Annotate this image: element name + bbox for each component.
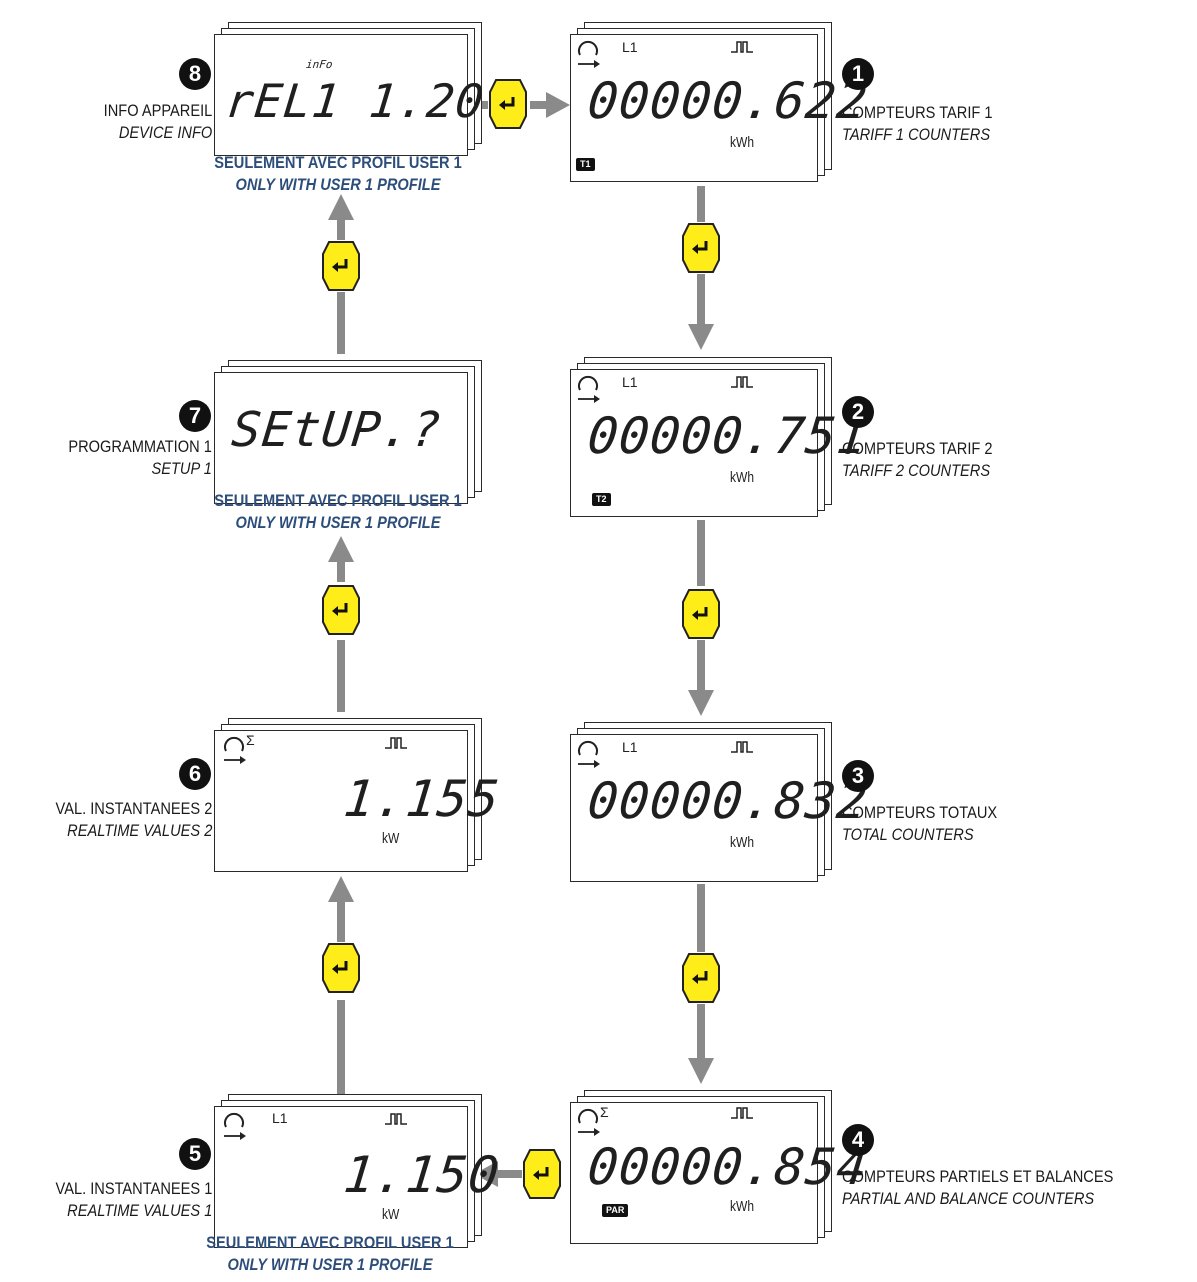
lcd-reading: SEtUP.? <box>229 402 445 458</box>
pulse-icon <box>731 376 753 388</box>
cycle-icon <box>224 1112 246 1140</box>
lcd-reading: 00000.751 <box>584 407 871 465</box>
label-fr: VAL. INSTANTANEES 2 <box>55 799 212 818</box>
pulse-icon <box>385 737 407 749</box>
label-fr: COMPTEURS TARIF 1 <box>842 103 993 122</box>
lcd-reading: 00000.832 <box>584 772 871 830</box>
note-en: ONLY WITH USER 1 PROFILE <box>235 513 441 532</box>
phase-indicator: L1 <box>622 739 638 755</box>
pulse-icon <box>385 1113 407 1125</box>
enter-button[interactable] <box>488 78 528 130</box>
screen-6-label: VAL. INSTANTANEES 2 REALTIME VALUES 2 <box>55 798 212 842</box>
step-number-3: 3 <box>842 760 874 792</box>
step-number-8: 8 <box>179 58 211 90</box>
note-en: ONLY WITH USER 1 PROFILE <box>227 1255 433 1274</box>
lcd-reading: 1.155 <box>340 770 503 828</box>
lcd-reading: 1.150 <box>340 1146 503 1204</box>
unit-label: kW <box>382 1206 400 1223</box>
label-fr: COMPTEURS TARIF 2 <box>842 439 993 458</box>
enter-button[interactable] <box>681 588 721 640</box>
enter-arrow-icon <box>523 1149 561 1199</box>
pulse-icon <box>731 41 753 53</box>
lcd-reading: 00000.854 <box>584 1138 871 1196</box>
step-number-7: 7 <box>179 400 211 432</box>
step-number-1: 1 <box>842 58 874 90</box>
enter-arrow-icon <box>322 585 360 635</box>
lcd-reading: rEL1 1.20 <box>223 74 488 128</box>
step-number-6: 6 <box>179 758 211 790</box>
phase-indicator: Σ <box>246 732 255 748</box>
cycle-icon <box>224 736 246 764</box>
phase-indicator: Σ <box>600 1104 609 1120</box>
enter-button[interactable] <box>321 584 361 636</box>
profile-note-8: SEULEMENT AVEC PROFIL USER 1 ONLY WITH U… <box>192 152 484 196</box>
phase-indicator: L1 <box>272 1110 288 1126</box>
note-en: ONLY WITH USER 1 PROFILE <box>235 175 441 194</box>
lcd-sub-reading: inFo <box>305 58 334 71</box>
step-number-2: 2 <box>842 396 874 428</box>
label-en: TARIFF 1 COUNTERS <box>842 125 991 144</box>
label-en: TARIFF 2 COUNTERS <box>842 461 991 480</box>
note-fr: SEULEMENT AVEC PROFIL USER 1 <box>214 491 462 510</box>
label-en: SETUP 1 <box>151 459 212 478</box>
cycle-icon <box>578 740 600 768</box>
enter-arrow-icon <box>322 943 360 993</box>
screen-3-label: COMPTEURS TOTAUX TOTAL COUNTERS <box>842 802 997 846</box>
phase-indicator: L1 <box>622 374 638 390</box>
label-fr: COMPTEURS PARTIELS ET BALANCES <box>842 1167 1114 1186</box>
label-en: PARTIAL AND BALANCE COUNTERS <box>842 1189 1095 1208</box>
enter-arrow-icon <box>322 241 360 291</box>
enter-button[interactable] <box>681 222 721 274</box>
phase-indicator: L1 <box>622 39 638 55</box>
tariff-tag: T1 <box>576 158 595 171</box>
enter-button[interactable] <box>321 240 361 292</box>
label-fr: PROGRAMMATION 1 <box>68 437 212 456</box>
screen-7-label: PROGRAMMATION 1 SETUP 1 <box>68 436 212 480</box>
profile-note-5: SEULEMENT AVEC PROFIL USER 1 ONLY WITH U… <box>184 1232 476 1276</box>
tariff-tag: T2 <box>592 493 611 506</box>
pulse-icon <box>731 1107 753 1119</box>
enter-arrow-icon <box>682 589 720 639</box>
unit-label: kW <box>382 830 400 847</box>
unit-label: kWh <box>730 1198 754 1215</box>
label-en: REALTIME VALUES 1 <box>66 1201 212 1220</box>
note-fr: SEULEMENT AVEC PROFIL USER 1 <box>214 153 462 172</box>
label-fr: INFO APPAREIL <box>103 101 212 120</box>
pulse-icon <box>731 741 753 753</box>
lcd-reading: 00000.622 <box>584 72 871 130</box>
label-en: DEVICE INFO <box>118 123 212 142</box>
label-en: TOTAL COUNTERS <box>842 825 974 844</box>
enter-button[interactable] <box>522 1148 562 1200</box>
enter-arrow-icon <box>682 223 720 273</box>
note-fr: SEULEMENT AVEC PROFIL USER 1 <box>206 1233 454 1252</box>
profile-note-7: SEULEMENT AVEC PROFIL USER 1 ONLY WITH U… <box>192 490 484 534</box>
enter-arrow-icon <box>489 79 527 129</box>
step-number-5: 5 <box>179 1138 211 1170</box>
cycle-icon <box>578 375 600 403</box>
screen-4-label: COMPTEURS PARTIELS ET BALANCES PARTIAL A… <box>842 1166 1113 1210</box>
screen-5-label: VAL. INSTANTANEES 1 REALTIME VALUES 1 <box>55 1178 212 1222</box>
unit-label: kWh <box>730 469 754 486</box>
screen-1-label: COMPTEURS TARIF 1 TARIFF 1 COUNTERS <box>842 102 993 146</box>
enter-button[interactable] <box>681 952 721 1004</box>
unit-label: kWh <box>730 834 754 851</box>
enter-arrow-icon <box>682 953 720 1003</box>
cycle-icon <box>578 40 600 68</box>
label-en: REALTIME VALUES 2 <box>66 821 212 840</box>
screen-8-label: INFO APPAREIL DEVICE INFO <box>103 100 212 144</box>
enter-button[interactable] <box>321 942 361 994</box>
partial-tag: PAR <box>602 1204 629 1217</box>
screen-2-label: COMPTEURS TARIF 2 TARIFF 2 COUNTERS <box>842 438 993 482</box>
label-fr: COMPTEURS TOTAUX <box>842 803 998 822</box>
label-fr: VAL. INSTANTANEES 1 <box>55 1179 212 1198</box>
step-number-4: 4 <box>842 1124 874 1156</box>
unit-label: kWh <box>730 134 754 151</box>
cycle-icon <box>578 1108 600 1136</box>
